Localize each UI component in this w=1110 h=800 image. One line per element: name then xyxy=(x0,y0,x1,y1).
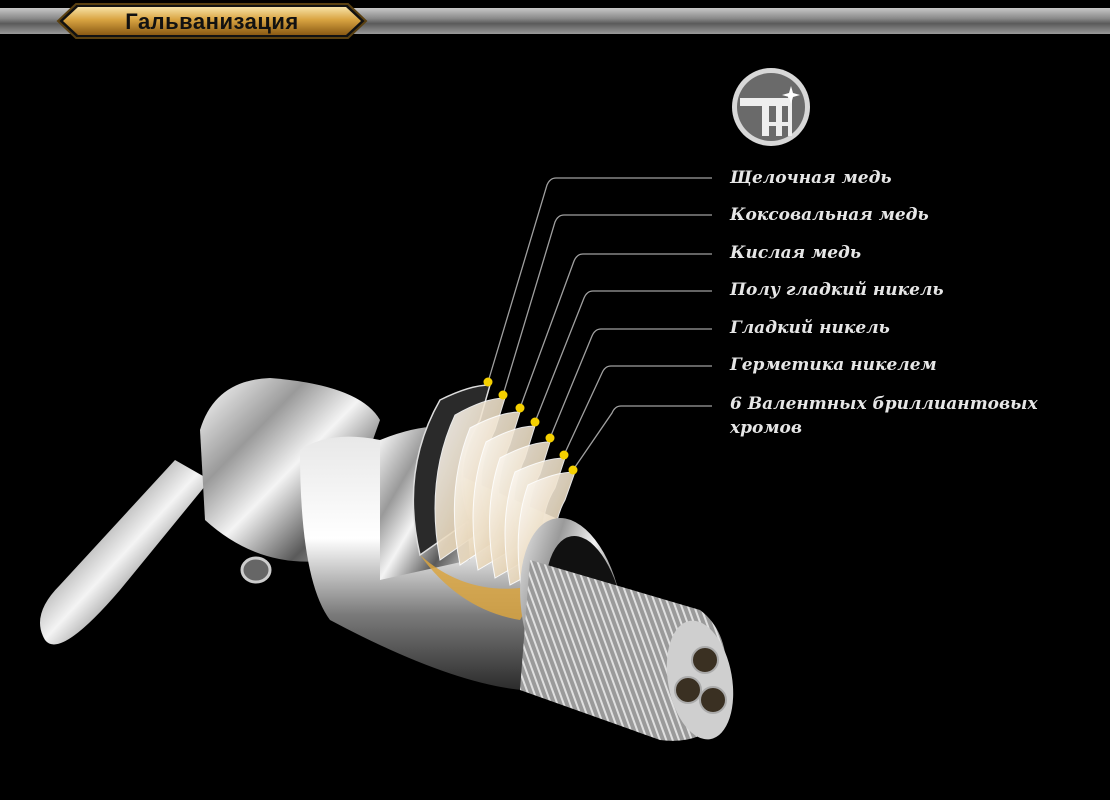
layer-label-chrome-line2: хромов xyxy=(730,418,803,438)
layer-label-bright-nickel: Гладкий никель xyxy=(730,318,890,338)
layer-label-semi-bright-nickel: Полу гладкий никель xyxy=(730,280,944,300)
layer-dot xyxy=(530,417,540,427)
layer-dot xyxy=(483,377,493,387)
layer-label-nickel-seal: Герметика никелем xyxy=(730,355,937,375)
layer-label-coking-copper: Коксовальная медь xyxy=(730,205,929,225)
layer-dot xyxy=(559,450,569,460)
layer-label-chrome-line1: 6 Валентных бриллиантовых xyxy=(730,394,1038,414)
layer-dot xyxy=(498,390,508,400)
page-title: Гальванизация xyxy=(125,9,299,34)
layer-label-alkaline-copper: Щелочная медь xyxy=(730,168,892,188)
layer-label-acid-copper: Кислая медь xyxy=(730,243,862,263)
brand-logo-icon xyxy=(732,68,810,146)
layer-dot xyxy=(545,433,555,443)
layer-dot xyxy=(515,403,525,413)
header-banner xyxy=(56,3,368,39)
layer-dot xyxy=(568,465,578,475)
